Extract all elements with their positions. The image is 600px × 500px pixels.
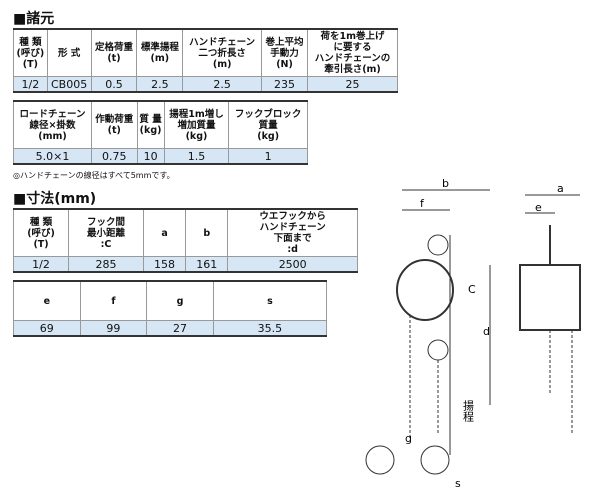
column-header: 質 量 (kg) xyxy=(136,100,165,149)
hand-chain-note: ◎ハンドチェーンの線径はすべて5mmです。 xyxy=(13,171,175,180)
label-c: C xyxy=(468,283,476,296)
column-header: 揚程1m増し 増加質量 (kg) xyxy=(163,100,230,149)
spec-table-2: ロードチェーン 線径×掛数 (mm)作動荷重 (t)質 量 (kg)揚程1m増し… xyxy=(12,100,308,165)
column-header: s xyxy=(212,280,328,321)
column-header: ウエフックから ハンドチェーン 下面まで :d xyxy=(227,208,358,257)
table-cell: 2.5 xyxy=(136,76,184,93)
table-cell: 1/2 xyxy=(13,76,48,93)
table-cell: 25 xyxy=(306,76,399,93)
column-header: e xyxy=(13,280,81,321)
label-b: b xyxy=(442,177,449,190)
column-header: 種 類 (呼び) (T) xyxy=(12,208,70,257)
column-header: フック間 最小距離 :C xyxy=(68,208,144,257)
table-cell: 10 xyxy=(136,148,165,165)
spec-heading: ■諸元 xyxy=(13,11,55,27)
label-lift: 揚程 xyxy=(462,400,475,423)
label-g: g xyxy=(405,432,412,445)
column-header: 標準揚程 (m) xyxy=(136,28,184,77)
column-header: f xyxy=(79,280,148,321)
table-cell: 0.75 xyxy=(91,148,138,165)
column-header: フックブロック 質量 (kg) xyxy=(228,100,308,149)
table-cell: 27 xyxy=(146,320,214,337)
column-header: 巻上平均 手動力 (N) xyxy=(261,28,308,77)
table-cell: 1.5 xyxy=(163,148,230,165)
column-header: 荷を1m巻上げ に要する ハンドチェーンの 牽引長さ(m) xyxy=(306,28,399,77)
label-d: d xyxy=(483,325,490,338)
column-header: ハンドチェーン 二つ折長さ (m) xyxy=(182,28,263,77)
column-header: 種 類 (呼び) (T) xyxy=(13,28,48,77)
label-a: a xyxy=(557,182,564,195)
table-cell: 35.5 xyxy=(212,320,328,337)
label-f: f xyxy=(420,197,425,210)
table-cell: 158 xyxy=(142,256,187,273)
chain-block-diagram: b f C d 揚程 g s a e xyxy=(365,177,581,490)
table-cell: 1 xyxy=(228,148,308,165)
table-cell: CB005 xyxy=(46,76,92,93)
table-cell: 161 xyxy=(185,256,229,273)
table-cell: 1/2 xyxy=(12,256,70,273)
column-header: 定格荷重 (t) xyxy=(90,28,138,77)
table-cell: 235 xyxy=(261,76,308,93)
label-e: e xyxy=(535,201,542,214)
column-header: 作動荷重 (t) xyxy=(91,100,138,149)
table-cell: 99 xyxy=(79,320,148,337)
dimension-heading: ■寸法(mm) xyxy=(13,191,97,207)
label-s: s xyxy=(455,477,461,490)
table-cell: 285 xyxy=(68,256,144,273)
column-header: b xyxy=(185,208,229,257)
table-cell: 0.5 xyxy=(90,76,138,93)
table-cell: 69 xyxy=(13,320,81,337)
column-header: 形 式 xyxy=(46,28,92,77)
column-header: g xyxy=(146,280,214,321)
table-cell: 2500 xyxy=(227,256,358,273)
column-header: ロードチェーン 線径×掛数 (mm) xyxy=(12,100,93,149)
table-cell: 2.5 xyxy=(182,76,263,93)
table-cell: 5.0×1 xyxy=(12,148,93,165)
spec-table-1: 種 類 (呼び) (T)形 式定格荷重 (t)標準揚程 (m)ハンドチェーン 二… xyxy=(13,28,399,93)
column-header: a xyxy=(142,208,187,257)
